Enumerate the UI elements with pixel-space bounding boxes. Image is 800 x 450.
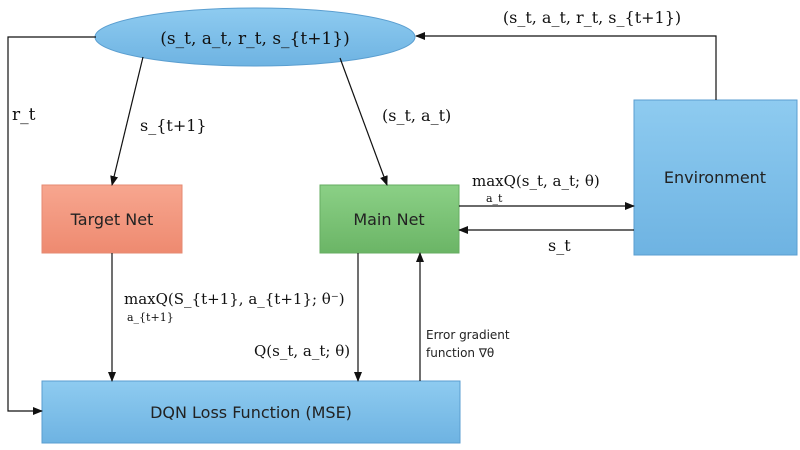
- loss-function-label: DQN Loss Function (MSE): [150, 403, 352, 422]
- edge-label-next-state: s_{t+1}: [140, 116, 207, 135]
- edge-label-max-q-main-sub: a_t: [486, 192, 503, 205]
- loss-function-box: [41, 380, 461, 444]
- edge-label-gradient-line2: function ∇θ: [426, 346, 494, 360]
- replay-memory-label: (s_t, a_t, r_t, s_{t+1}): [160, 29, 349, 49]
- target-net-label: Target Net: [70, 210, 154, 229]
- edge-memory-to-loss: [7, 36, 96, 415]
- edge-label-max-q-target: maxQ(S_{t+1}, a_{t+1}; θ⁻): [124, 290, 345, 308]
- edge-label-max-q-target-sub: a_{t+1}: [127, 311, 174, 324]
- edge-label-state-action: (s_t, a_t): [382, 106, 451, 125]
- environment-box: [633, 99, 798, 256]
- edge-memory-to-target: [110, 56, 144, 186]
- target-net-box: [41, 184, 183, 254]
- main-net-box: [319, 184, 460, 254]
- edge-env-to-memory: [415, 32, 717, 100]
- edge-label-q-value: Q(s_t, a_t; θ): [254, 342, 350, 360]
- edge-label-state: s_t: [548, 236, 571, 255]
- edge-label-max-q-main: maxQ(s_t, a_t; θ): [472, 172, 600, 190]
- edge-label-reward: r_t: [12, 105, 36, 125]
- edge-label-gradient-line1: Error gradient: [426, 328, 510, 342]
- environment-label: Environment: [664, 168, 766, 187]
- edge-label-env-to-memory: (s_t, a_t, r_t, s_{t+1}): [503, 8, 681, 27]
- main-net-label: Main Net: [353, 210, 424, 229]
- edge-memory-to-main: [339, 57, 388, 186]
